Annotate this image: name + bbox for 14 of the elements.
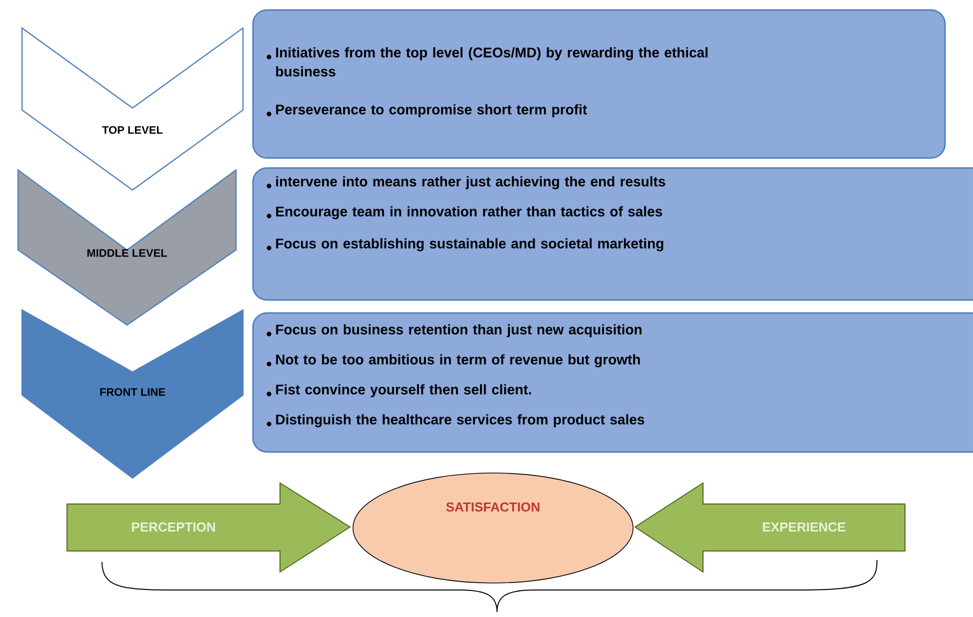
bullet-item: Distinguish the healthcare services from product sales <box>266 414 644 428</box>
v-shaped-band: MIDDLE LEVEL <box>17 168 237 326</box>
v-shaped-band: TOP LEVEL <box>21 26 244 191</box>
bullet-item: Fist convince yourself then sell client. <box>266 384 531 398</box>
bullet-item: Not to be too ambitious in term of revenue but growth <box>266 354 640 368</box>
pointed-banner: EXPERIENCE <box>634 482 906 573</box>
bullet-item: Focus on establishing sustainable and societal marketing <box>266 238 664 252</box>
bullet-item: intervene into means rather just achieving the end results <box>266 176 666 190</box>
bullet-item: Perseverance to compromise short term profit <box>266 104 587 118</box>
bullet-item: Encourage team in innovation rather than tactics of sales <box>266 206 662 220</box>
pointed-banner: PERCEPTION <box>66 482 351 573</box>
bullet-item: Focus on business retention than just new acquisition <box>266 324 642 338</box>
bullet-item: Initiatives from the top level (CEOs/MD) by rewarding the ethical business <box>266 47 708 76</box>
v-shaped-band: FRONT LINE <box>21 308 244 479</box>
